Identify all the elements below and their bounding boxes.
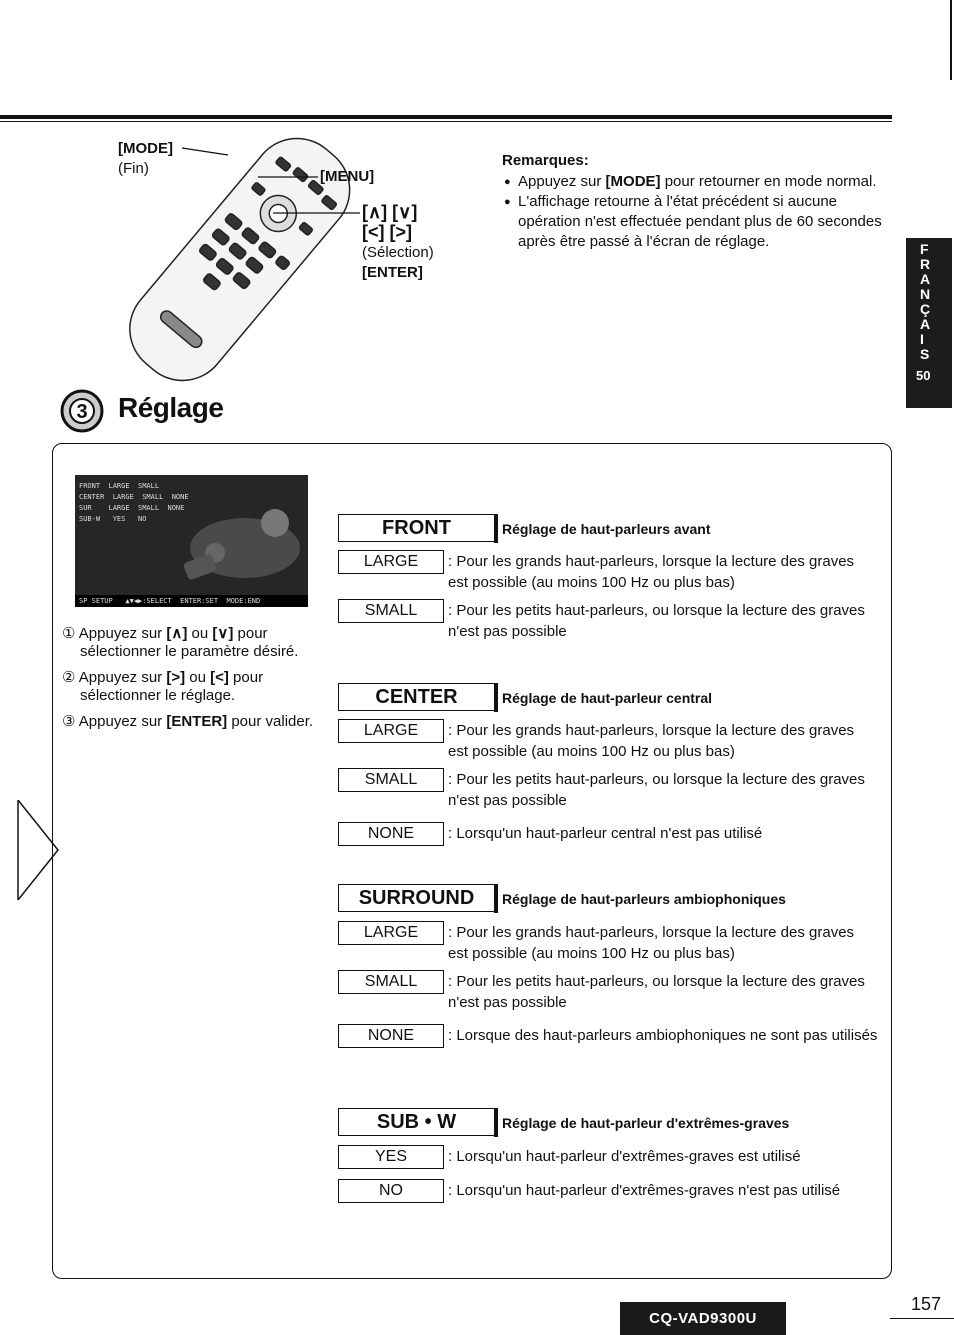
step-3: ③ Appuyez sur [ENTER] pour valider.	[62, 713, 314, 730]
center-option-large: LARGE	[338, 719, 444, 743]
center-option-small-desc: : Pour les petits haut-parleurs, ou lors…	[448, 771, 865, 809]
page-arrow-icon	[17, 800, 59, 900]
page-number: 157	[911, 1294, 942, 1314]
section-title: Réglage	[118, 392, 224, 423]
top-rule	[0, 115, 892, 119]
speaker-graphic	[183, 509, 300, 580]
subw-header: SUB • W	[338, 1108, 498, 1137]
front-option-small: SMALL	[338, 599, 444, 623]
subw-description: Réglage de haut-parleur d'extrêmes-grave…	[502, 1115, 790, 1131]
center-description: Réglage de haut-parleur central	[502, 690, 713, 706]
side-tab-page: 50	[916, 368, 931, 383]
leftright-label: [<] [>]	[362, 222, 413, 242]
remark-item: Appuyez sur [MODE] pour retourner en mod…	[504, 172, 894, 192]
model-badge: CQ-VAD9300U	[620, 1302, 786, 1335]
front-option-large-desc: : Pour les grands haut-parleurs, lorsque…	[448, 553, 855, 591]
screen-row: SUR LARGE SMALL NONE	[79, 504, 185, 512]
step-1: ① Appuyez sur [∧] ou [∨] pour sélectionn…	[62, 625, 299, 660]
remarks-title: Remarques:	[502, 152, 589, 169]
subw-option-yes: YES	[338, 1145, 444, 1169]
right-edge-rule	[950, 0, 952, 80]
front-option-small-desc: : Pour les petits haut-parleurs, ou lors…	[448, 602, 865, 640]
language-side-tab: F R A N Ç A I S 50	[906, 238, 952, 408]
screen-row: FRONT LARGE SMALL	[79, 482, 160, 490]
screen-status-bar: SP SETUP ▲▼◀▶:SELECT ENTER:SET MODE:END	[75, 595, 308, 607]
subw-option-yes-desc: : Lorsqu'un haut-parleur d'extrêmes-grav…	[448, 1148, 801, 1165]
settings-panel	[52, 443, 892, 1279]
center-option-none: NONE	[338, 822, 444, 846]
page-number-rule	[890, 1318, 954, 1319]
front-description: Réglage de haut-parleurs avant	[502, 521, 711, 537]
surround-option-small: SMALL	[338, 970, 444, 994]
front-header: FRONT	[338, 514, 498, 543]
subw-option-no: NO	[338, 1179, 444, 1203]
enter-label: [ENTER]	[362, 264, 423, 281]
menu-label: [MENU]	[320, 168, 375, 185]
surround-option-none: NONE	[338, 1024, 444, 1048]
remarks-list: Appuyez sur [MODE] pour retourner en mod…	[504, 172, 894, 252]
subw-option-no-desc: : Lorsqu'un haut-parleur d'extrêmes-grav…	[448, 1182, 841, 1199]
remote-control-illustration	[129, 137, 360, 382]
fin-label: (Fin)	[118, 160, 149, 177]
updown-label: [∧] [∨]	[362, 202, 418, 222]
svg-text:3: 3	[76, 401, 87, 423]
remark-item: L'affichage retourne à l'état précédent …	[504, 192, 894, 252]
surround-option-none-desc: : Lorsque des haut-parleurs ambiophoniqu…	[448, 1027, 878, 1044]
step-2: ② Appuyez sur [>] ou [<] pour sélectionn…	[62, 669, 264, 704]
mode-label: [MODE]	[118, 140, 173, 157]
center-option-none-desc: : Lorsqu'un haut-parleur central n'est p…	[448, 825, 763, 842]
surround-option-large: LARGE	[338, 921, 444, 945]
setup-screen-image: FRONT LARGE SMALL CENTER LARGE SMALL NON…	[75, 475, 308, 607]
surround-option-small-desc: : Pour les petits haut-parleurs, ou lors…	[448, 973, 865, 1011]
selection-label: (Sélection)	[362, 244, 434, 261]
top-rule-thin	[0, 121, 892, 122]
screen-row: CENTER LARGE SMALL NONE	[79, 493, 189, 501]
surround-description: Réglage de haut-parleurs ambiophoniques	[502, 891, 786, 907]
surround-header: SURROUND	[338, 884, 498, 913]
surround-option-large-desc: : Pour les grands haut-parleurs, lorsque…	[448, 924, 855, 962]
center-option-large-desc: : Pour les grands haut-parleurs, lorsque…	[448, 722, 855, 760]
center-option-small: SMALL	[338, 768, 444, 792]
center-header: CENTER	[338, 683, 498, 712]
instruction-steps: ① Appuyez sur [∧] ou [∨] pour sélectionn…	[62, 625, 322, 739]
screen-row: SUB-W YES NO	[79, 515, 147, 523]
front-option-large: LARGE	[338, 550, 444, 574]
step-number-icon: 3	[60, 389, 104, 433]
